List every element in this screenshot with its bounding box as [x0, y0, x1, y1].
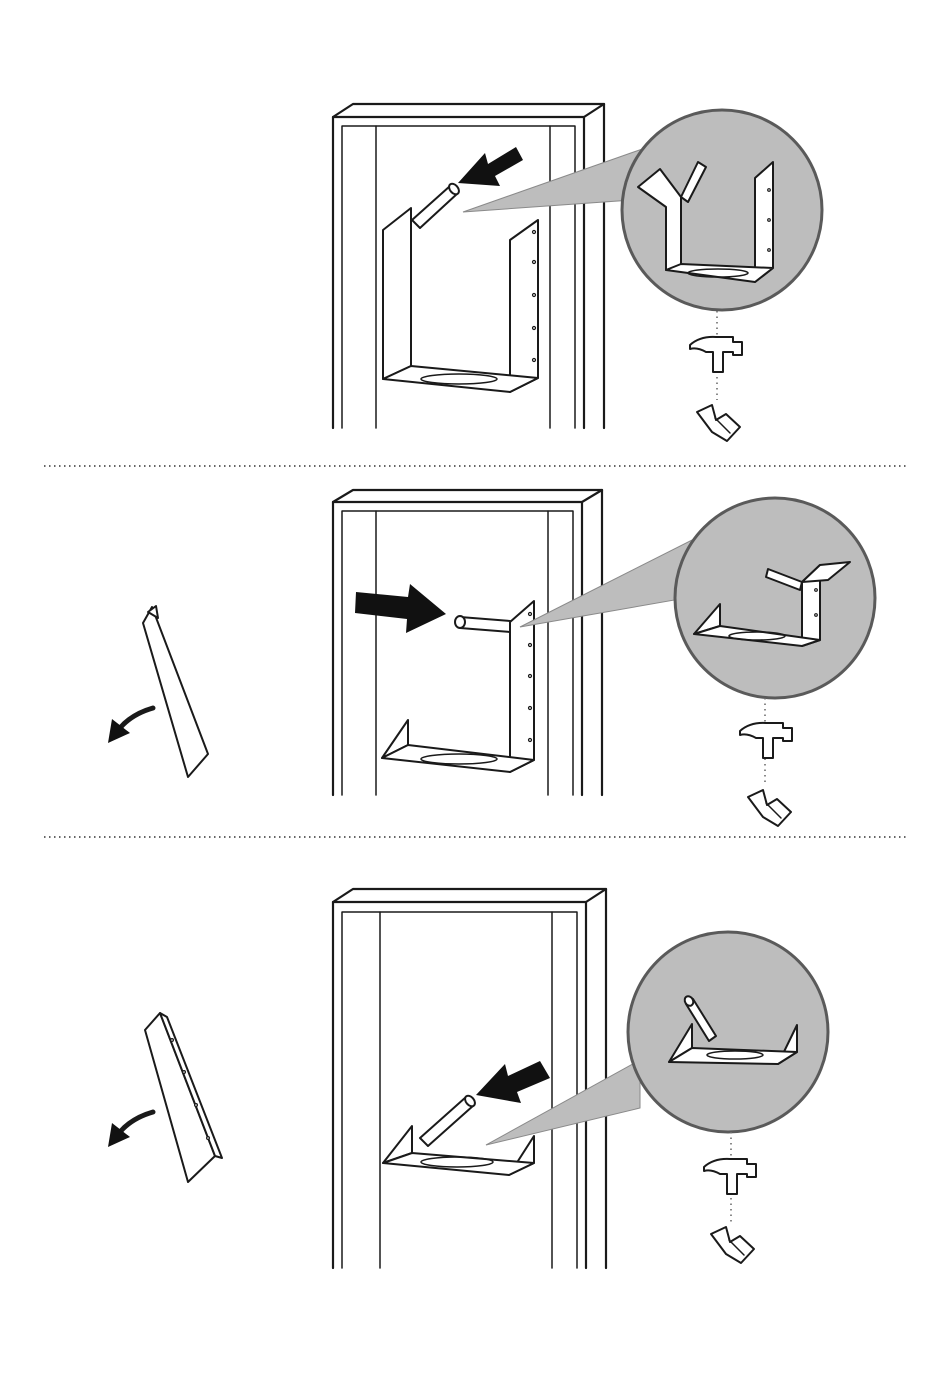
hammer-icon: [690, 337, 742, 372]
zoom-cone: [520, 538, 696, 627]
glove-hand-icon: [697, 405, 740, 441]
screwdriver: [412, 182, 461, 228]
hammer-icon: [740, 723, 792, 758]
magnifier-detail: [675, 498, 875, 698]
magnifier-detail: [628, 932, 828, 1132]
zoom-cone: [486, 1060, 640, 1145]
curved-arrow-icon: [108, 708, 153, 743]
push-arrow-icon: [458, 147, 523, 186]
magnifier-detail: [622, 110, 822, 310]
panel-3: [108, 889, 828, 1268]
removed-plate: [143, 606, 208, 777]
glove-hand-icon: [711, 1227, 754, 1263]
screwdriver: [455, 616, 510, 632]
push-arrow-icon: [355, 584, 446, 633]
cabinet-frame: [333, 490, 602, 795]
bracket-tray: [383, 208, 538, 392]
cabinet-frame: [333, 889, 606, 1268]
panel-1: [333, 104, 822, 441]
removed-plate: [145, 1013, 222, 1182]
screwdriver: [420, 1094, 477, 1146]
hammer-icon: [704, 1159, 756, 1194]
curved-arrow-icon: [108, 1112, 153, 1147]
push-arrow-icon: [476, 1061, 550, 1103]
panel-2: [108, 490, 875, 826]
glove-hand-icon: [748, 790, 791, 826]
